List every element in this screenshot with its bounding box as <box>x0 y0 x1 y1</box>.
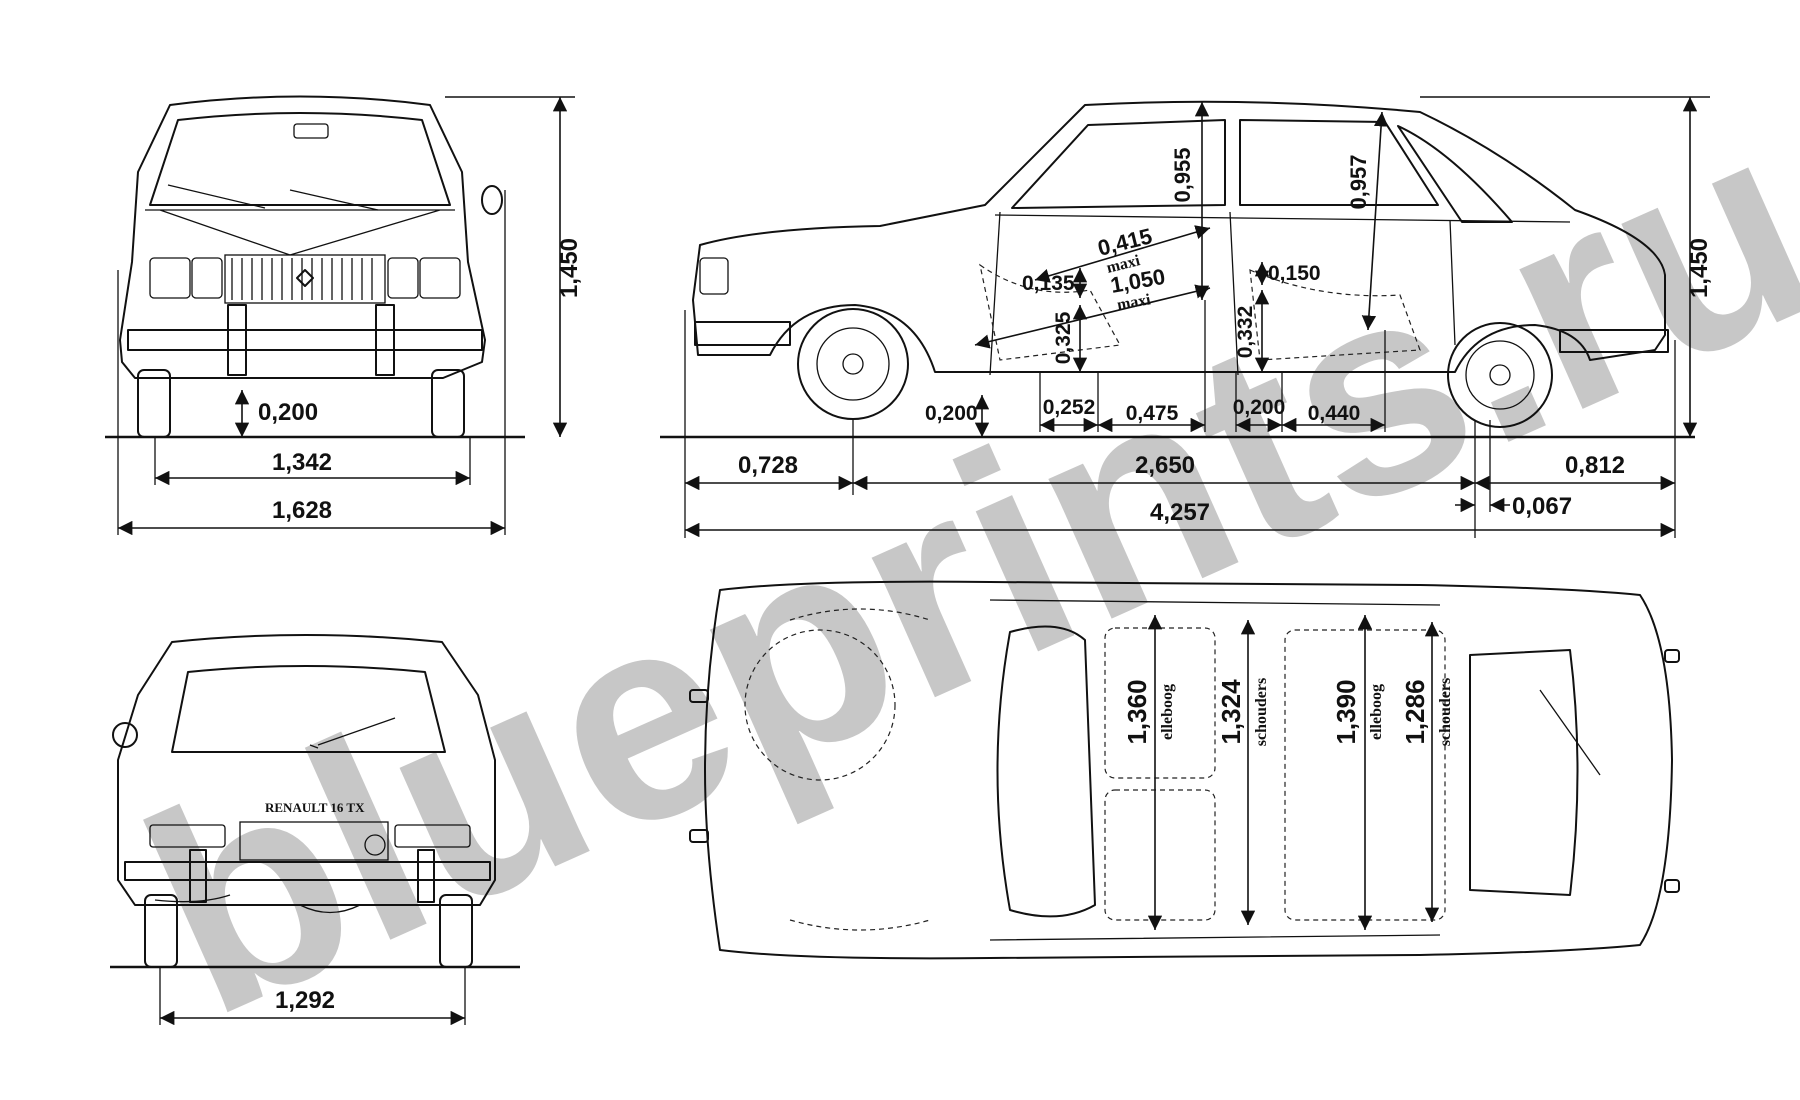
leg-room-unit: maxi <box>1116 291 1153 314</box>
rear-shoulder-width-label: 1,286 <box>1400 679 1430 744</box>
rear-footwell-label: 0,200 <box>1233 396 1286 419</box>
front-view: 1,450 0,200 1,342 1,628 <box>105 95 583 536</box>
front-shoulder-width-label: 1,324 <box>1216 679 1246 745</box>
rear-track-label: 1,292 <box>275 987 335 1014</box>
rear-offset-label: 0,067 <box>1512 493 1572 520</box>
side-clearance-label: 0,200 <box>925 402 978 425</box>
seat-depth-front-label: 0,325 <box>1052 311 1075 364</box>
rear-overhang-label: 0,812 <box>1565 452 1625 479</box>
front-footwell-label: 0,252 <box>1043 396 1096 419</box>
top-view: 1,360 elleboog 1,324 schouders 1,390 ell… <box>689 580 1680 960</box>
front-elbow-width-label: 1,360 <box>1122 679 1152 744</box>
front-height-label: 1,450 <box>556 238 583 298</box>
rear-seat-height-label: 0,150 <box>1268 262 1321 285</box>
front-width-label: 1,628 <box>272 497 332 524</box>
wheelbase-label: 2,650 <box>1135 452 1195 479</box>
rear-badge-text: RENAULT 16 TX <box>265 800 365 815</box>
side-height-label: 1,450 <box>1686 238 1713 298</box>
front-elbow-caption: elleboog <box>1159 684 1176 740</box>
front-shoulder-caption: schouders <box>1253 678 1270 746</box>
rear-view: RENAULT 16 TX 1,292 <box>110 634 520 1026</box>
rear-seat-depth-label: 0,332 <box>1234 306 1257 359</box>
rear-shoulder-caption: schouders <box>1437 678 1454 746</box>
front-clearance-label: 0,200 <box>258 399 318 426</box>
overall-length-label: 4,257 <box>1150 499 1210 526</box>
rear-seat-length-label: 0,440 <box>1308 402 1361 425</box>
rear-headroom-label: 0,957 <box>1346 154 1371 209</box>
front-overhang-label: 0,728 <box>738 452 798 479</box>
seat-height-front-label: 0,135 <box>1022 272 1075 295</box>
side-view: 1,450 0,955 0,957 0,415 maxi 1,050 maxi … <box>660 96 1713 538</box>
front-seat-length-label: 0,475 <box>1126 402 1179 425</box>
rear-elbow-caption: elleboog <box>1368 684 1385 740</box>
front-track-label: 1,342 <box>272 449 332 476</box>
rear-elbow-width-label: 1,390 <box>1331 679 1361 744</box>
front-headroom-label: 0,955 <box>1170 147 1195 202</box>
